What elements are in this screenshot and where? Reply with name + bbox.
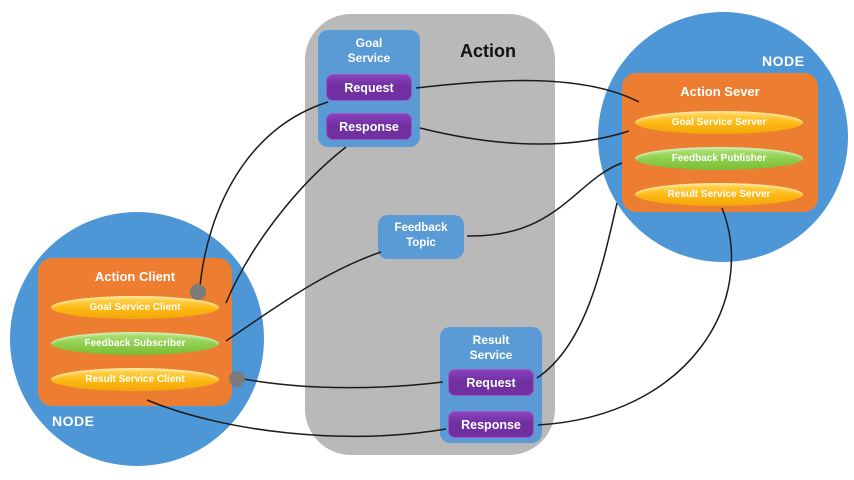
result-request-button: Request — [448, 369, 534, 396]
action-server-box: Action Sever Goal Service Server Feedbac… — [622, 73, 818, 212]
feedback-topic-box: Feedback Topic — [378, 215, 464, 259]
action-client-title: Action Client — [94, 269, 176, 284]
action-panel-title: Action — [460, 41, 516, 61]
feedback-topic-label-line1: Feedback — [394, 222, 448, 234]
goal-service-label-line2: Service — [347, 51, 391, 65]
goal-service-client-pill: Goal Service Client — [51, 296, 219, 319]
result-response-button: Response — [448, 411, 534, 438]
feedback-topic-label: Feedback Topic — [378, 215, 464, 251]
feedback-subscriber-pill: Feedback Subscriber — [51, 332, 219, 355]
goal-service-server-pill: Goal Service Server — [635, 111, 803, 134]
result-service-label-line2: Service — [469, 348, 513, 362]
goal-request-button: Request — [326, 74, 412, 101]
goal-service-label-line1: Goal — [355, 36, 383, 50]
action-client-box: Action Client Goal Service Client Feedba… — [38, 258, 232, 406]
goal-service-label: Goal Service — [318, 30, 420, 66]
goal-service-box: Goal Service Request Response — [318, 30, 420, 147]
action-server-title: Action Sever — [680, 84, 760, 99]
result-service-box: Result Service Request Response — [440, 327, 542, 443]
feedback-publisher-pill: Feedback Publisher — [635, 147, 803, 170]
server-node-label: NODE — [762, 53, 805, 69]
goal-response-button: Response — [326, 113, 412, 140]
feedback-topic-label-line2: Topic — [406, 237, 436, 249]
result-service-client-pill: Result Service Client — [51, 368, 219, 391]
result-service-server-pill: Result Service Server — [635, 183, 803, 206]
client-node-label: NODE — [52, 413, 95, 429]
result-service-label-line1: Result — [472, 333, 510, 347]
result-service-label: Result Service — [440, 327, 542, 363]
